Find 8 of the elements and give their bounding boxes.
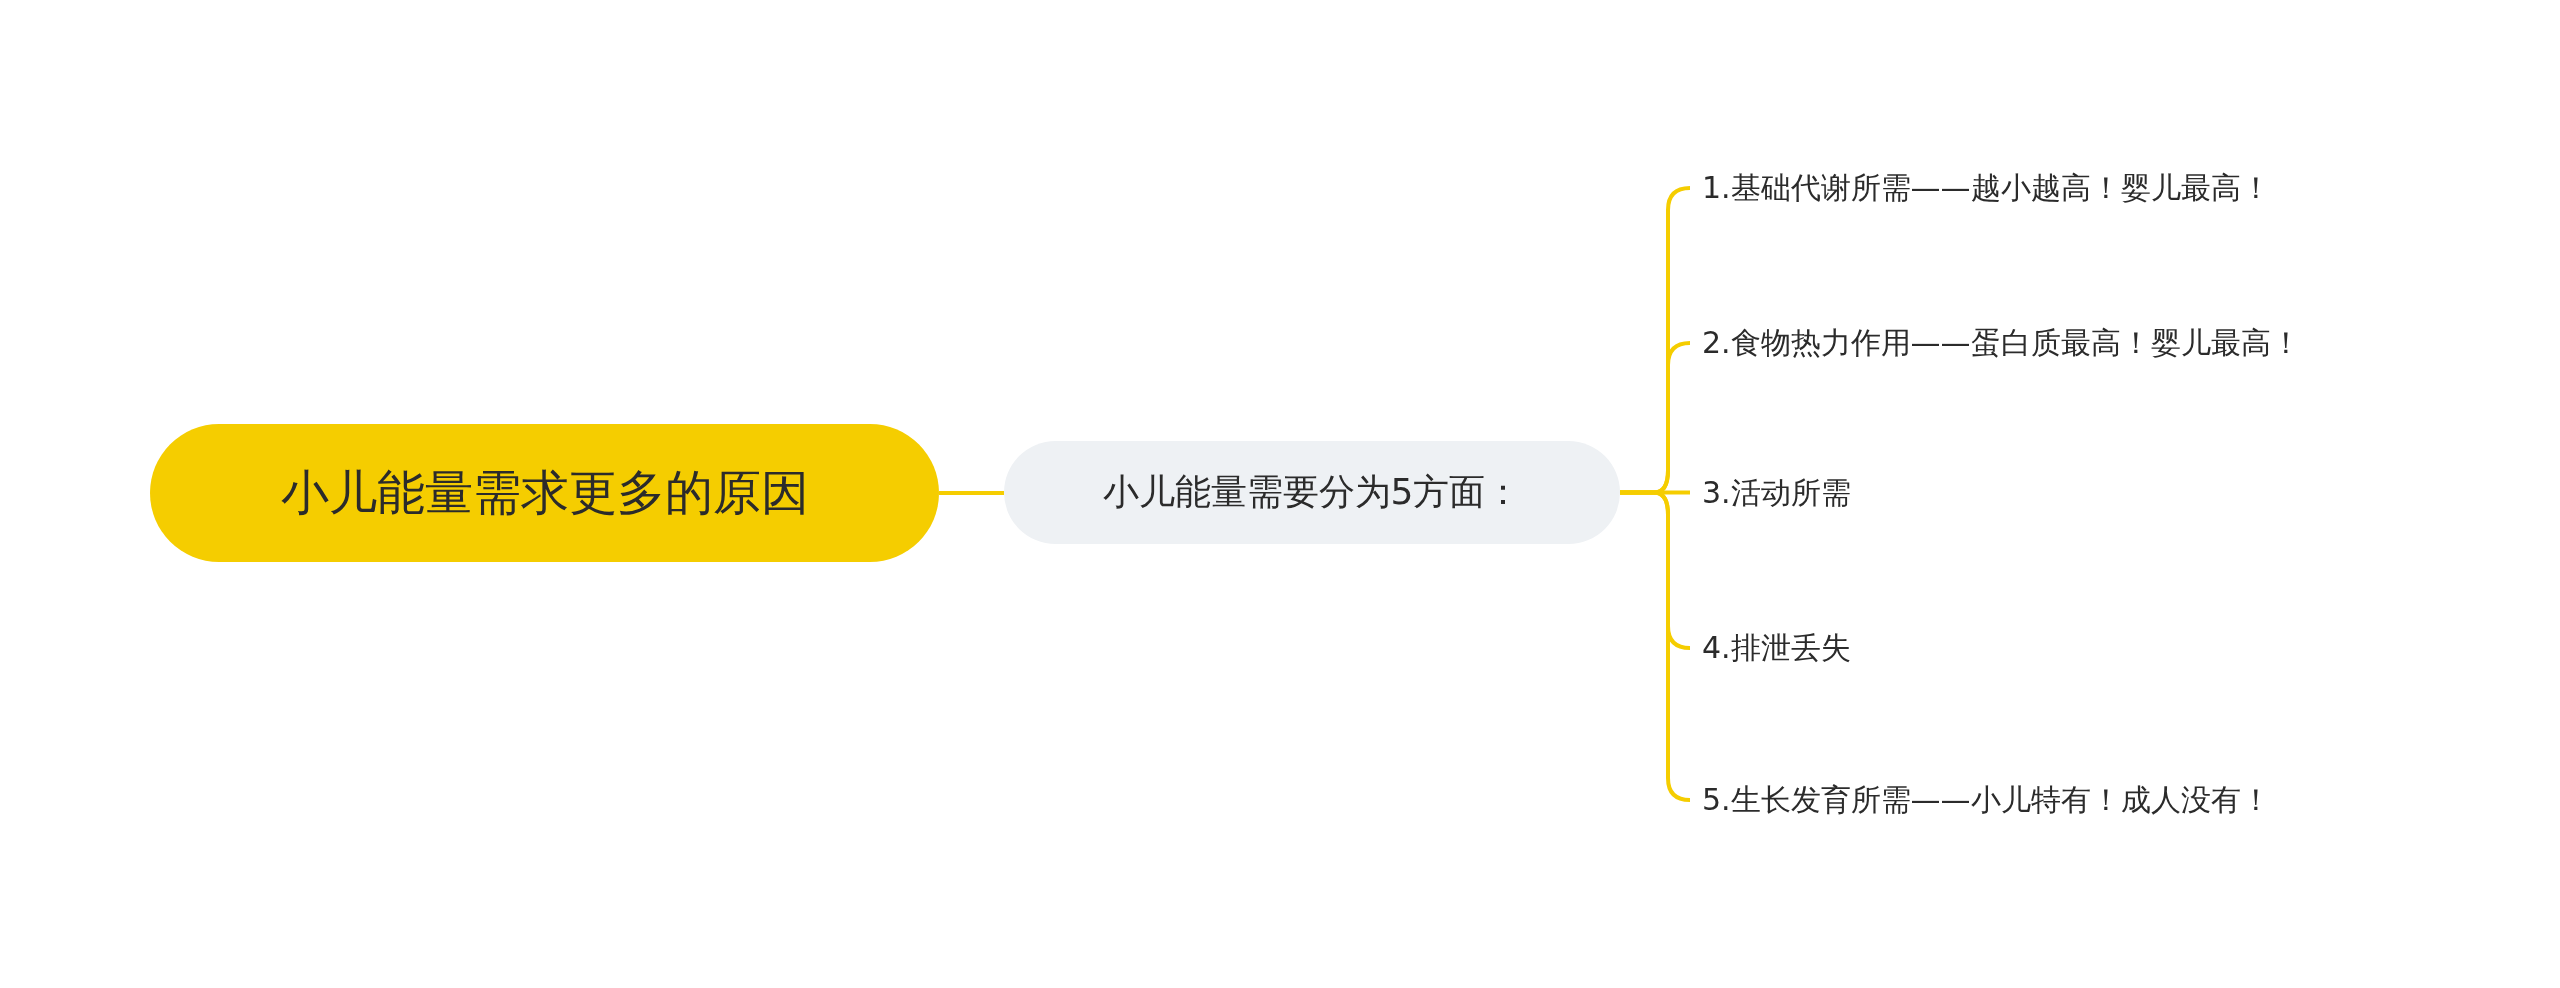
topic-text: 3.活动所需 [1702,473,1851,512]
connector-line [939,491,1004,495]
topic-text: 小儿能量需求更多的原因 [280,463,809,522]
topic-text: 5.生长发育所需——小儿特有！成人没有！ [1702,780,2271,819]
topic-text: 1.基础代谢所需——越小越高！婴儿最高！ [1702,168,2271,207]
topic-text: 4.排泄丢失 [1702,628,1851,667]
topic-text: 小儿能量需要分为5方面： [1102,470,1522,514]
topic-text: 2.食物热力作用——蛋白质最高！婴儿最高！ [1702,323,2301,362]
